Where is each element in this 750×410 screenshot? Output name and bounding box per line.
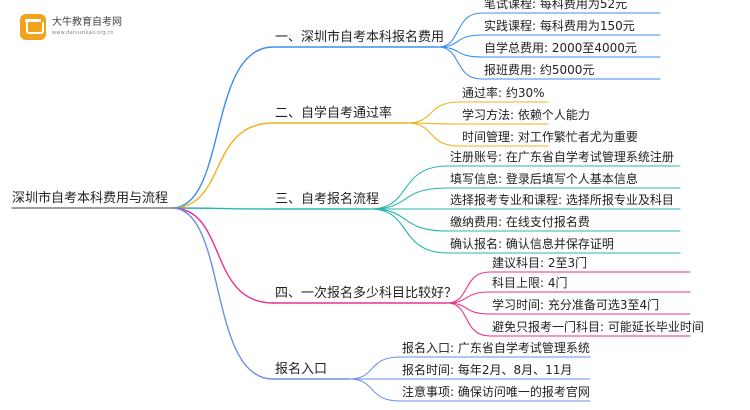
leaf-topic-3-0: 建议科目: 2至3门 bbox=[492, 256, 588, 270]
graduation-cap-icon bbox=[20, 14, 46, 40]
leaf-topic-2-2: 选择报考专业和课程: 选择所报专业及科目 bbox=[450, 193, 674, 207]
leaf-topic-2-4: 确认报名: 确认信息并保存证明 bbox=[450, 237, 614, 251]
logo-name: 大牛教育自考网 bbox=[52, 17, 122, 28]
leaf-topic-1-2: 时间管理: 对工作繁忙者尤为重要 bbox=[462, 130, 638, 144]
branch-topic-1: 二、自学自考通过率 bbox=[275, 106, 393, 121]
leaf-connector-3-2 bbox=[446, 302, 491, 315]
leaf-topic-2-1: 填写信息: 登录后填写个人基本信息 bbox=[450, 172, 638, 186]
leaf-topic-0-1: 实践课程: 每科费用为150元 bbox=[484, 19, 635, 33]
branch-connector-1 bbox=[171, 122, 274, 209]
leaf-topic-3-3: 避免只报考一门科目: 可能延长毕业时间 bbox=[492, 320, 704, 334]
leaf-connector-3-3 bbox=[446, 302, 491, 337]
branch-topic-3: 四、一次报名多少科目比较好？ bbox=[275, 286, 458, 301]
leaf-connector-0-0 bbox=[437, 12, 483, 48]
leaf-topic-4-2: 注意事项: 确保访问唯一的报考官网 bbox=[402, 385, 590, 399]
leaf-connector-2-4 bbox=[369, 208, 449, 254]
branch-topic-0: 一、深圳市自考本科报名费用 bbox=[275, 30, 445, 45]
leaf-topic-2-0: 注册账号: 在广东省自学考试管理系统注册 bbox=[450, 150, 674, 164]
leaf-connector-1-2 bbox=[406, 122, 461, 147]
branch-topic-2: 三、自考报名流程 bbox=[275, 192, 380, 207]
leaf-topic-4-0: 报名入口: 广东省自学考试管理系统 bbox=[402, 341, 590, 355]
leaf-topic-2-3: 缴纳费用: 在线支付报名费 bbox=[450, 215, 590, 229]
branch-connector-4 bbox=[171, 207, 274, 380]
root-topic: 深圳市自考本科费用与流程 bbox=[12, 191, 169, 206]
branch-connector-2 bbox=[171, 207, 274, 210]
leaf-topic-1-1: 学习方法: 依赖个人能力 bbox=[462, 108, 590, 122]
leaf-connector-4-2 bbox=[348, 378, 401, 402]
leaf-connector-4-0 bbox=[348, 356, 401, 380]
leaf-connector-3-1 bbox=[446, 291, 491, 304]
leaf-topic-1-0: 通过率: 约30% bbox=[462, 86, 545, 100]
leaf-topic-3-2: 学习时间: 充分准备可选3至4门 bbox=[492, 298, 660, 312]
logo: 大牛教育自考网 www.daniuzikao.org.cn bbox=[20, 14, 122, 40]
branch-connector-3 bbox=[171, 207, 274, 304]
leaf-topic-3-1: 科目上限: 4门 bbox=[492, 276, 568, 290]
leaf-topic-0-0: 笔试课程: 每科费用为52元 bbox=[484, 0, 628, 11]
leaf-topic-0-3: 报班费用: 约5000元 bbox=[484, 63, 595, 77]
leaf-topic-0-2: 自学总费用: 2000至4000元 bbox=[484, 41, 637, 55]
leaf-connector-2-1 bbox=[369, 187, 449, 210]
leaf-connector-2-3 bbox=[369, 208, 449, 232]
branch-topic-4: 报名入口 bbox=[275, 362, 328, 377]
logo-url: www.daniuzikao.org.cn bbox=[52, 30, 114, 36]
leaf-topic-4-1: 报名时间: 每年2月、8月、11月 bbox=[402, 363, 573, 377]
branch-connector-0 bbox=[171, 46, 274, 209]
leaf-connector-1-0 bbox=[406, 101, 461, 124]
leaf-connector-0-3 bbox=[437, 46, 483, 80]
leaf-connector-0-1 bbox=[437, 34, 483, 48]
leaf-connector-2-0 bbox=[369, 165, 449, 210]
